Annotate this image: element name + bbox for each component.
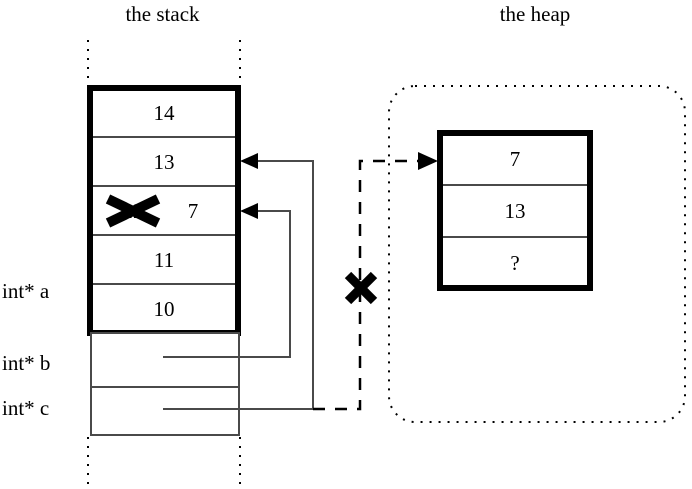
stale-heap-pointer-arrowhead [418,152,438,170]
heap-cell-value-0: 7 [509,147,521,171]
stack-cell-value-0: 14 [153,101,175,125]
heap-cell-value-1: 13 [504,199,526,223]
heap-title: the heap [499,2,571,26]
stack-cell-value-1: 13 [153,150,175,174]
pointer-label-c: int* c [2,396,50,420]
stale-heap-pointer-dashed [313,159,424,411]
broken-pointer-x-mark [344,271,378,305]
stack-title: the stack [125,2,200,26]
stack-cell-value-3: 11 [153,248,175,272]
stack-cell-value-4: 10 [153,297,175,321]
stack-cell-value-2-new: 7 [187,199,199,223]
pointer-b-arrowhead [240,203,258,219]
stack-cell-value-2-old: 12 [122,199,144,223]
heap-cell-value-2: ? [510,251,520,275]
pointer-c-stack-arrowhead [240,153,258,169]
pointer-b-connector [163,210,291,358]
stack-pointer-slots-block [90,332,240,436]
pointer-label-a: int* a [2,279,50,303]
pointer-label-b: int* b [2,351,51,375]
